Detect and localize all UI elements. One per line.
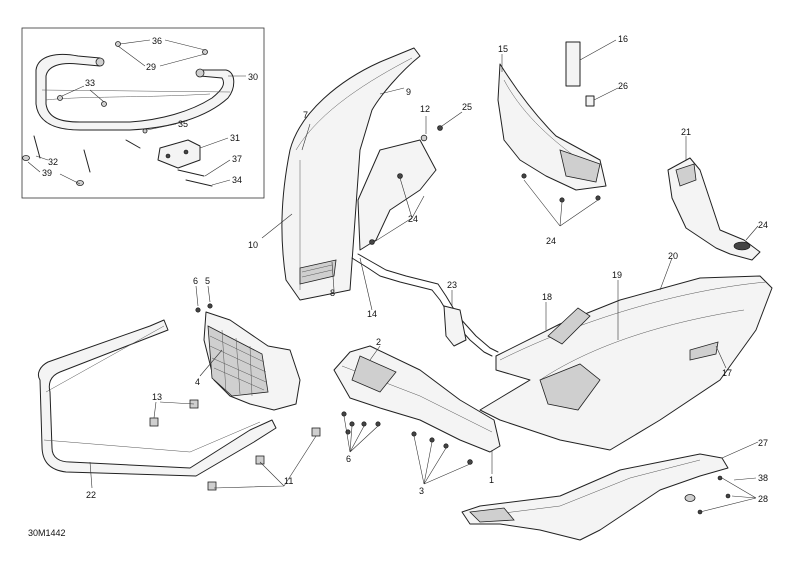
front-bumper-tube (35, 53, 235, 131)
screw-28 (697, 509, 703, 515)
nose-panel-7 (281, 47, 443, 301)
screw-set-3 (411, 431, 473, 465)
callout-36: 36 (152, 36, 162, 46)
callout-16: 16 (618, 34, 628, 44)
callout-39: 39 (42, 168, 52, 178)
tube-end-cap (195, 68, 205, 78)
callout-12: 12 (420, 104, 430, 114)
callout-38: 38 (758, 473, 768, 483)
large-side-panel-19 (479, 275, 773, 451)
nut-25 (437, 125, 443, 131)
callout-31: 31 (230, 133, 240, 143)
screw-6 (195, 307, 201, 313)
callout-17: 17 (722, 368, 732, 378)
callout-20: 20 (668, 251, 678, 261)
callout-7: 7 (303, 110, 308, 120)
callout-6-lower: 6 (346, 454, 351, 464)
callout-3: 3 (419, 486, 424, 496)
bolt-32 (83, 149, 91, 173)
callout-11: 11 (284, 476, 293, 486)
callout-2: 2 (376, 337, 381, 347)
callout-21: 21 (681, 127, 691, 137)
diagram-reference-id: 30M1442 (28, 528, 66, 538)
mounting-bracket (157, 139, 201, 169)
front-panel (281, 47, 421, 301)
callout-6-upper: 6 (193, 276, 198, 286)
knee-pad-21 (667, 157, 761, 261)
callout-37: 37 (232, 154, 242, 164)
callout-32: 32 (48, 157, 58, 167)
floor-panel-27 (461, 453, 729, 541)
callout-8: 8 (330, 288, 335, 298)
washer-39 (76, 180, 84, 186)
callout-23: 23 (447, 280, 457, 290)
inset-frame (21, 27, 265, 199)
callout-labels: 36 29 30 33 35 31 37 34 32 39 16 15 26 9… (42, 34, 768, 504)
callout-5: 5 (205, 276, 210, 286)
mount-bracket (357, 139, 437, 251)
rear-bumper-22 (37, 319, 277, 477)
callout-10: 10 (248, 240, 258, 250)
callout-27: 27 (758, 438, 768, 448)
callout-33: 33 (85, 78, 95, 88)
clip-26 (585, 95, 595, 107)
callout-29: 29 (146, 62, 156, 72)
callout-9: 9 (406, 87, 411, 97)
callout-25: 25 (462, 102, 472, 112)
callout-24-center: 24 (408, 214, 418, 224)
grille-assembly-4 (195, 303, 301, 411)
support-brace-14 (351, 257, 493, 357)
callout-15: 15 (498, 44, 508, 54)
callout-14: 14 (367, 309, 377, 319)
callout-24-upper-right: 24 (546, 236, 556, 246)
callout-13: 13 (152, 392, 162, 402)
screw-5 (207, 303, 213, 309)
bolt-32 (33, 135, 41, 159)
screw-28 (725, 493, 731, 499)
callout-26: 26 (618, 81, 628, 91)
tube-end-cap (95, 57, 105, 67)
callout-22: 22 (86, 490, 96, 500)
bumper-kit-inset (21, 27, 265, 199)
callout-35: 35 (178, 119, 188, 129)
washer-39 (22, 155, 30, 161)
callout-18: 18 (542, 292, 552, 302)
callout-28: 28 (758, 494, 768, 504)
callout-34: 34 (232, 175, 242, 185)
nut-35 (142, 128, 148, 134)
side-panel-19 (479, 275, 773, 451)
screw-set-6 (341, 411, 381, 435)
washer-38 (684, 494, 696, 502)
leader-lines (89, 39, 759, 513)
side-panel-assembly-15 (497, 41, 607, 203)
rod (125, 139, 141, 149)
bolt-34 (185, 179, 213, 187)
bolt-37 (177, 169, 205, 177)
callout-4: 4 (195, 377, 200, 387)
screw-28 (717, 475, 723, 481)
bracket-23 (443, 305, 467, 347)
callout-30: 30 (248, 72, 258, 82)
callout-24-right: 24 (758, 220, 768, 230)
callout-1: 1 (489, 475, 494, 485)
trim-18 (547, 307, 591, 345)
decal-16 (565, 41, 581, 87)
callout-19: 19 (612, 270, 622, 280)
nut-33 (57, 95, 107, 107)
bolt-12 (420, 134, 428, 142)
